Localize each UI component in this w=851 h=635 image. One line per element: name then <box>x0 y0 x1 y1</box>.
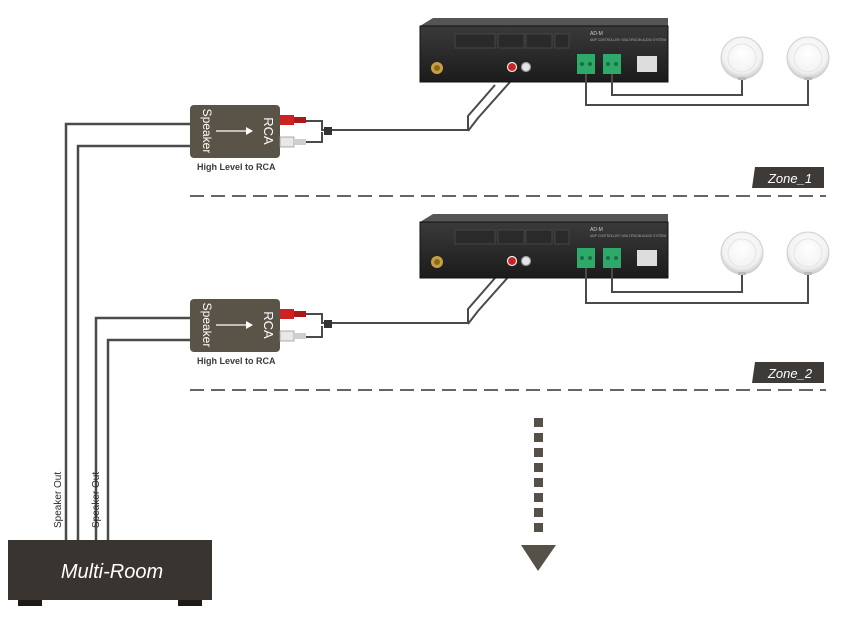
zone-1: Speaker RCA High Level to RCA <box>190 18 830 197</box>
rca-cable <box>305 274 511 338</box>
converter-input-label: Speaker <box>200 109 214 154</box>
multiroom-device: Multi-Room <box>8 540 212 606</box>
rca-cable <box>305 81 511 143</box>
speaker-wires <box>585 74 809 106</box>
ceiling-speaker <box>720 231 764 275</box>
speaker-out-wires <box>64 122 191 540</box>
zone-2: Speaker RCA High Level to RCA <box>190 214 830 391</box>
ceiling-speaker <box>720 36 764 80</box>
converter-output-label: RCA <box>261 311 276 339</box>
converter-caption: High Level to RCA <box>197 356 276 366</box>
amplifier: AD-M AMP CONTROLLER / MULTIROOM AUDIO SY… <box>419 214 669 279</box>
multiroom-label: Multi-Room <box>61 561 163 583</box>
amplifier: AD-M AMP CONTROLLER / MULTIROOM AUDIO SY… <box>419 18 669 83</box>
more-zones-arrow <box>521 418 556 571</box>
ceiling-speaker <box>786 231 830 275</box>
speaker-out-label: Speaker Out <box>53 472 64 528</box>
converter-output-label: RCA <box>261 117 276 145</box>
converter-caption: High Level to RCA <box>197 162 276 172</box>
zone-tag: Zone_2 <box>752 362 824 383</box>
ceiling-speaker <box>786 36 830 80</box>
speaker-to-rca-converter: Speaker RCA <box>190 105 306 158</box>
amplifier-subtitle: AMP CONTROLLER / MULTIROOM AUDIO SYSTEM <box>590 234 667 238</box>
converter-input-label: Speaker <box>200 303 214 348</box>
amplifier-subtitle: AMP CONTROLLER / MULTIROOM AUDIO SYSTEM <box>590 38 667 42</box>
zone-label: Zone_2 <box>767 366 813 381</box>
amplifier-model: AD-M <box>590 227 603 233</box>
amplifier-model: AD-M <box>590 31 603 37</box>
speaker-out-label: Speaker Out <box>91 472 102 528</box>
speaker-wires <box>585 268 809 304</box>
speaker-to-rca-converter: Speaker RCA <box>190 299 306 352</box>
zone-tag: Zone_1 <box>752 167 824 188</box>
zone-label: Zone_1 <box>767 171 812 186</box>
